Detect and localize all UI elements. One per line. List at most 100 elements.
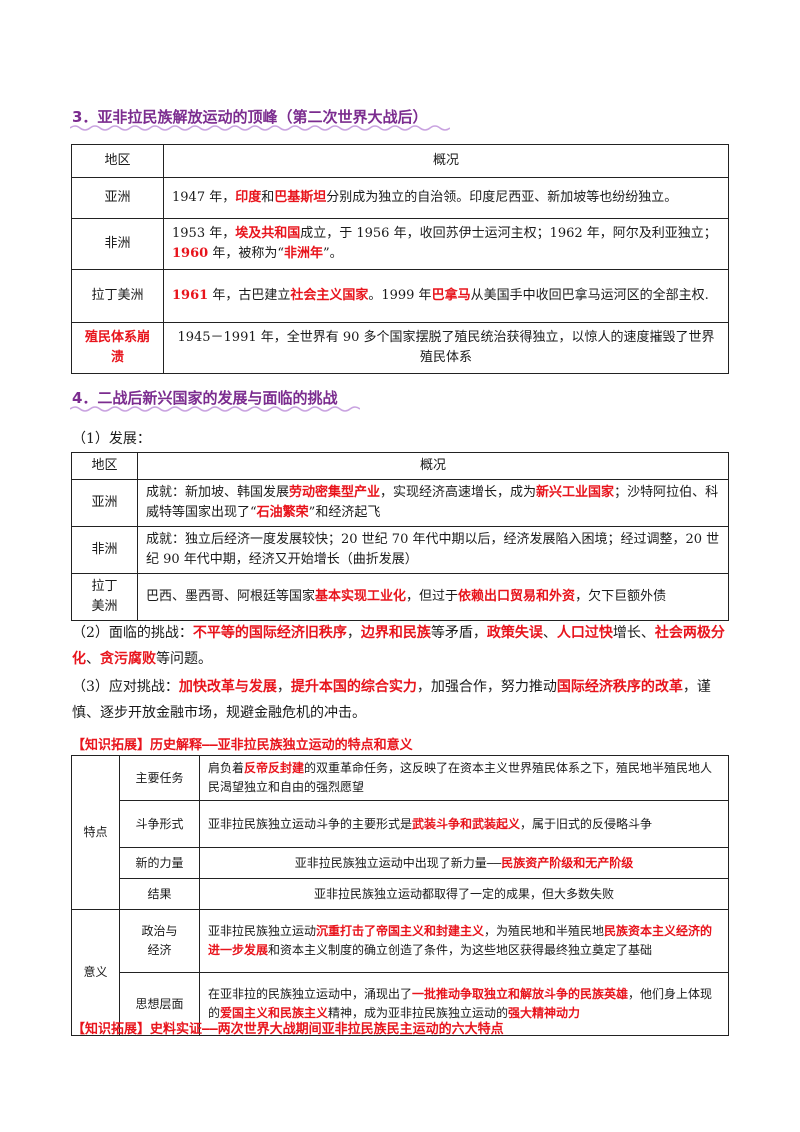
row-overview: 成就：新加坡、韩国发展劳动密集型产业，实现经济高速增长，成为新兴工业国家；沙特阿… bbox=[137, 479, 729, 527]
highlight-text: 不平等的国际经济旧秩序 bbox=[192, 625, 347, 641]
highlight-text: 爱国主义和民族主义 bbox=[220, 1006, 329, 1020]
body-text: 亚非拉民族独立运动中出现了新力量—— bbox=[294, 855, 502, 870]
row-overview: 1945－1991 年，全世界有 90 多个国家摆脱了殖民统治获得独立，以惊人的… bbox=[163, 322, 729, 374]
table-header-row: 地区 概况 bbox=[71, 144, 729, 178]
highlight-text: 国际经济秩序的改革 bbox=[556, 679, 683, 695]
highlight-text: 埃及共和国 bbox=[235, 226, 301, 241]
highlight-text: 印度 bbox=[235, 190, 262, 205]
body-text: 1953 年， bbox=[172, 226, 236, 241]
table-row: 结果 亚非拉民族独立运动都取得了一定的成果，但大多数失败 bbox=[72, 878, 729, 910]
body-text: ，为殖民地和半殖民地 bbox=[484, 924, 605, 938]
body-text: ”。 bbox=[322, 246, 343, 261]
table-row: 新的力量 亚非拉民族独立运动中出现了新力量——民族资产阶级和无产阶级 bbox=[72, 847, 729, 879]
body-text: 和资本主义制度的确立创造了条件，为这些地区获得最终独立奠定了基础 bbox=[268, 943, 653, 957]
table-row: 特点 主要任务 肩负着反帝反封建的双重革命任务，这反映了在资本主义世界殖民体系之… bbox=[71, 755, 729, 910]
highlight-text: 反帝反封建 bbox=[244, 761, 305, 775]
table-header-row: 地区 概况 bbox=[71, 452, 729, 480]
body-text: ，但过于 bbox=[406, 589, 459, 604]
body-text: ，谨慎、逐步开放金融市场，规避金融危机的冲击。 bbox=[72, 679, 711, 721]
section-3-table: 地区 概况 亚洲 1947 年，印度和巴基斯坦分别成为独立的自治领。印度尼西亚、… bbox=[71, 144, 729, 374]
knowledge-extension-2-title: 【知识拓展】史料实证——两次世界大战期间亚非拉民族民主运动的六大特点 bbox=[72, 1022, 504, 1037]
row-overview: 巴西、墨西哥、阿根廷等国家基本实现工业化，但过于依赖出口贸易和外资，欠下巨额外债 bbox=[137, 573, 729, 621]
row-region: 拉丁美洲 bbox=[71, 269, 164, 323]
row-region-highlight: 殖民体系崩溃 bbox=[71, 322, 164, 374]
body-text: 等问题。 bbox=[156, 651, 212, 667]
table-row: 拉丁美洲 1961 年，古巴建立社会主义国家。1999 年巴拿马从美国手中收回巴… bbox=[71, 269, 729, 323]
highlight-text: 巴拿马 bbox=[431, 288, 471, 303]
row-overview: 1961 年，古巴建立社会主义国家。1999 年巴拿马从美国手中收回巴拿马运河区… bbox=[163, 269, 729, 323]
highlight-text: 人口过快 bbox=[556, 625, 613, 641]
body-text: ，加强合作，努力推动 bbox=[416, 679, 557, 695]
knowledge-table: 特点 主要任务 肩负着反帝反封建的双重革命任务，这反映了在资本主义世界殖民体系之… bbox=[71, 755, 729, 1036]
section-4-table: 地区 概况 亚洲 成就：新加坡、韩国发展劳动密集型产业，实现经济高速增长，成为新… bbox=[71, 452, 729, 621]
highlight-text: 劳动密集型产业 bbox=[289, 485, 381, 500]
knowledge-extension-1-title: 【知识拓展】历史解释——亚非拉民族独立运动的特点和意义 bbox=[72, 738, 413, 753]
sub-label: 政治与经济 bbox=[119, 909, 200, 973]
highlight-text: 一批推动争取独立和解放斗争的民族英雄 bbox=[412, 987, 629, 1001]
sub-content: 亚非拉民族独立运动中出现了新力量——民族资产阶级和无产阶级 bbox=[199, 847, 729, 879]
highlight-text: 强大精神动力 bbox=[508, 1006, 581, 1020]
row-region: 亚洲 bbox=[71, 479, 138, 527]
sub-content: 在亚非拉的民族独立运动中，涌现出了一批推动争取独立和解放斗争的民族英雄，他们身上… bbox=[199, 972, 729, 1036]
body-text: ，欠下巨额外债 bbox=[575, 589, 667, 604]
body-text: 和 bbox=[261, 190, 275, 205]
body-text: （3）应对挑战： bbox=[72, 679, 179, 695]
body-text: 、 bbox=[542, 625, 557, 641]
body-text: ，实现经济高速增长，成为 bbox=[380, 485, 537, 500]
section-4-wave-underline bbox=[70, 406, 360, 412]
highlight-text: 非洲年 bbox=[283, 246, 323, 261]
sub-label: 思想层面 bbox=[119, 972, 200, 1036]
table-row: 思想层面 在亚非拉的民族独立运动中，涌现出了一批推动争取独立和解放斗争的民族英雄… bbox=[72, 972, 729, 1036]
sub-content: 亚非拉民族独立运动斗争的主要形式是武装斗争和武装起义，属于旧式的反侵略斗争 bbox=[199, 800, 729, 848]
highlight-text: 武装斗争和武装起义 bbox=[412, 816, 521, 831]
row-region: 非洲 bbox=[71, 526, 138, 574]
response-paragraph: （3）应对挑战：加快改革与发展，提升本国的综合实力，加强合作，努力推动国际经济秩… bbox=[72, 674, 732, 726]
sub-label: 斗争形式 bbox=[119, 800, 200, 848]
table-row: 拉丁美洲 巴西、墨西哥、阿根廷等国家基本实现工业化，但过于依赖出口贸易和外资，欠… bbox=[71, 573, 729, 621]
sub-label: 新的力量 bbox=[119, 847, 200, 879]
section-3-wave-underline bbox=[70, 125, 450, 131]
table-row: 意义 政治与经济 亚非拉民族独立运动沉重打击了帝国主义和封建主义，为殖民地和半殖… bbox=[71, 909, 729, 1036]
highlight-text: 依赖出口贸易和外资 bbox=[458, 589, 576, 604]
table-row: 亚洲 成就：新加坡、韩国发展劳动密集型产业，实现经济高速增长，成为新兴工业国家；… bbox=[71, 479, 729, 527]
group-label: 特点 bbox=[71, 755, 120, 910]
group-label: 意义 bbox=[71, 909, 120, 1036]
row-region: 非洲 bbox=[71, 218, 164, 270]
highlight-text: 1961 bbox=[172, 288, 209, 303]
section-3-title: 3．亚非拉民族解放运动的顶峰（第二次世界大战后） bbox=[72, 108, 428, 126]
row-overview: 成就：独立后经济一度发展较快；20 世纪 70 年代中期以后，经济发展陷入困境；… bbox=[137, 526, 729, 574]
table-row: 非洲 成就：独立后经济一度发展较快；20 世纪 70 年代中期以后，经济发展陷入… bbox=[71, 526, 729, 574]
body-text: ”和经济起飞 bbox=[308, 505, 381, 520]
highlight-text: 新兴工业国家 bbox=[536, 485, 615, 500]
challenges-paragraph: （2）面临的挑战：不平等的国际经济旧秩序，边界和民族等矛盾，政策失误、人口过快增… bbox=[72, 620, 732, 672]
body-text: 成就：独立后经济一度发展较快；20 世纪 70 年代中期以后，经济发展陷入困境；… bbox=[146, 532, 720, 567]
sub-content: 亚非拉民族独立运动沉重打击了帝国主义和封建主义，为殖民地和半殖民地民族资本主义经… bbox=[199, 909, 729, 973]
body-text: 等矛盾， bbox=[430, 625, 487, 641]
row-region: 拉丁美洲 bbox=[71, 573, 138, 621]
body-text: 。1999 年 bbox=[368, 288, 432, 303]
highlight-text: 民族资产阶级和无产阶级 bbox=[501, 855, 634, 870]
development-label: （1）发展： bbox=[72, 431, 151, 447]
sub-label: 结果 bbox=[119, 878, 200, 910]
highlight-text: 1960 bbox=[172, 246, 209, 261]
body-text: 成立，于 1956 年，收回苏伊士运河主权；1962 年，阿尔及利亚独立； bbox=[300, 226, 717, 241]
section-4-title: 4．二战后新兴国家的发展与面临的挑战 bbox=[72, 389, 338, 407]
header-overview: 概况 bbox=[163, 144, 729, 178]
body-text: 成就：新加坡、韩国发展 bbox=[146, 485, 290, 500]
body-text: 从美国手中收回巴拿马运河区的全部主权. bbox=[470, 288, 709, 303]
highlight-text: 巴基斯坦 bbox=[274, 190, 327, 205]
table-row: 非洲 1953 年，埃及共和国成立，于 1956 年，收回苏伊士运河主权；196… bbox=[71, 218, 729, 270]
highlight-text: 政策失误 bbox=[486, 625, 543, 641]
body-text: 年，被称为“ bbox=[208, 246, 284, 261]
row-overview: 1947 年，印度和巴基斯坦分别成为独立的自治领。印度尼西亚、新加坡等也纷纷独立… bbox=[163, 177, 729, 219]
body-text: 增长、 bbox=[612, 625, 655, 641]
sub-content: 肩负着反帝反封建的双重革命任务，这反映了在资本主义世界殖民体系之下，殖民地半殖民… bbox=[199, 755, 729, 801]
body-text: 亚非拉民族独立运动 bbox=[208, 924, 317, 938]
body-text: 亚非拉民族独立运动斗争的主要形式是 bbox=[208, 816, 413, 831]
row-overview: 1953 年，埃及共和国成立，于 1956 年，收回苏伊士运河主权；1962 年… bbox=[163, 218, 729, 270]
sub-label: 主要任务 bbox=[119, 755, 200, 801]
highlight-text: 边界和民族 bbox=[360, 625, 431, 641]
body-text: 亚非拉民族独立运动都取得了一定的成果，但大多数失败 bbox=[313, 886, 614, 901]
body-text: 精神，成为亚非拉民族独立运动的 bbox=[328, 1006, 509, 1020]
body-text: 巴西、墨西哥、阿根廷等国家 bbox=[146, 589, 316, 604]
